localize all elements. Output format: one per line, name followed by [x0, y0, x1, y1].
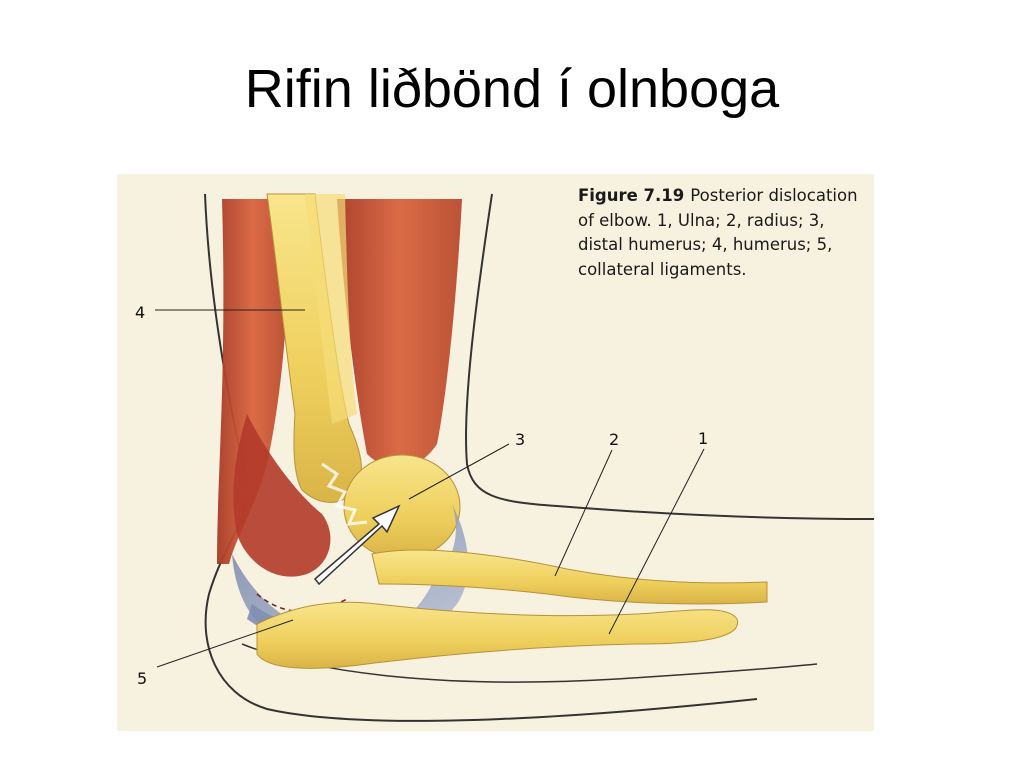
humerus-shaft-2: [305, 194, 357, 424]
muscle-inner: [233, 414, 331, 577]
humerus-fracture-edge: [321, 462, 368, 526]
muscle-anterior: [337, 199, 462, 468]
caption-label: Figure 7.19: [578, 186, 685, 205]
ulna-bone: [256, 601, 739, 669]
slide-title: Rifin liðbönd í olnboga: [244, 59, 780, 119]
leader-3: [408, 443, 510, 500]
callout-1: 1: [698, 429, 709, 448]
leader-5: [156, 619, 294, 668]
caption-text: Posterior dislocation of elbow. 1, Ulna;…: [578, 186, 858, 279]
direction-arrow: [313, 504, 401, 586]
callout-5: 5: [137, 669, 148, 688]
skin-outline-upper: [465, 193, 874, 520]
leader-1: [608, 448, 705, 635]
leader-2: [554, 449, 613, 577]
callout-2: 2: [609, 430, 620, 449]
elbow-illustration: [155, 193, 874, 722]
callout-4: 4: [135, 303, 146, 322]
callout-3: 3: [515, 430, 526, 449]
radius-bone: [371, 549, 768, 605]
